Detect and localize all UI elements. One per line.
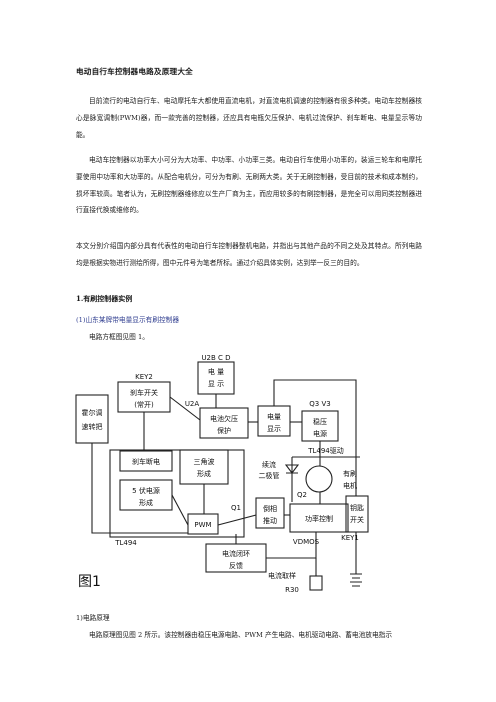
triangle-text-1: 三角波 bbox=[194, 457, 215, 466]
paragraph-classification: 电动车控制器以功率大小可分为大功率、中功率、小功率三类。电动自行车使用小功率的，… bbox=[76, 156, 422, 215]
battery-uv-text-2: 保护 bbox=[217, 426, 231, 435]
power-display-text-1: 电量 bbox=[267, 412, 281, 421]
subsection-heading: (1)山东某牌带电量显示有刷控制器 bbox=[76, 316, 180, 324]
q1-label: Q1 bbox=[231, 504, 241, 512]
brake-cut-block bbox=[119, 450, 173, 472]
inverter-block bbox=[255, 497, 285, 529]
u2a-label: U2A bbox=[185, 400, 200, 408]
block-diagram: U2B C D 电 量 显 示 KEY2 刹车开关 (常开) 霍尔调 速转把 U… bbox=[75, 354, 369, 594]
inverter-text-2: 推动 bbox=[263, 516, 277, 525]
figure-reference: 电路方框图见图 1。 bbox=[89, 333, 149, 341]
key2-label: KEY2 bbox=[135, 373, 153, 381]
regulator-text-2: 电源 bbox=[313, 429, 327, 438]
u2bcd-text-1: 电 量 bbox=[208, 367, 224, 376]
key-switch-block bbox=[345, 495, 369, 533]
triangle-text-2: 形成 bbox=[197, 469, 211, 478]
power-ctrl-text: 功率控制 bbox=[305, 514, 333, 523]
figure-caption: 图1 bbox=[78, 574, 101, 590]
current-fb-text-1: 电流闭环 bbox=[222, 549, 250, 558]
inverter-text-1: 倒相 bbox=[263, 504, 277, 513]
key-switch-text-1: 钥匙 bbox=[350, 503, 364, 512]
tl494-label: TL494 bbox=[114, 539, 137, 547]
freewheel-text-1: 续流 bbox=[262, 460, 276, 469]
document-title: 电动自行车控制器电路及原理大全 bbox=[76, 67, 193, 76]
section-heading: 1.有刷控制器实例 bbox=[76, 294, 133, 303]
u2bcd-text-2: 显 示 bbox=[208, 380, 224, 388]
q3v3-label: Q3 V3 bbox=[309, 400, 330, 408]
bottom-paragraph: 电路原理图见图 2 所示。该控制器由稳压电源电路、PWM 产生电路、电机驱动电路… bbox=[89, 631, 393, 639]
brake-cut-text: 刹车断电 bbox=[132, 457, 160, 466]
brake-switch-text-1: 刹车开关 bbox=[130, 388, 158, 397]
regulator-text-1: 稳压 bbox=[313, 417, 327, 426]
current-sample-text: 电流取样 bbox=[268, 571, 296, 580]
q2-label: Q2 bbox=[297, 491, 307, 499]
hall-block bbox=[75, 394, 109, 444]
hall-text-1: 霍尔调 bbox=[82, 408, 103, 417]
key-switch-text-2: 开关 bbox=[350, 515, 364, 524]
key1-label: KEY1 bbox=[341, 534, 359, 542]
freewheel-text-2: 二极管 bbox=[259, 471, 280, 480]
brake-switch-text-2: (常开) bbox=[134, 400, 154, 409]
tl494-frame bbox=[109, 449, 245, 538]
v5-text-1: 5 伏电源 bbox=[132, 486, 160, 495]
u2bcd-label: U2B C D bbox=[201, 354, 230, 362]
vdmos-label: VDMOS bbox=[293, 538, 320, 546]
battery-uv-block bbox=[199, 407, 249, 439]
tl494-drive-label: TL494驱动 bbox=[307, 446, 344, 455]
power-ctrl-block bbox=[289, 503, 349, 533]
bottom-heading: 1)电路原理 bbox=[76, 614, 110, 622]
triangle-block bbox=[179, 449, 229, 485]
pwm-text: PWM bbox=[194, 521, 211, 529]
u2bcd-block bbox=[197, 361, 235, 395]
motor-symbol bbox=[305, 465, 333, 493]
current-fb-text-2: 反馈 bbox=[229, 561, 243, 570]
motor-text-1: 有刷 bbox=[343, 469, 357, 478]
power-display-text-2: 显示 bbox=[267, 425, 281, 433]
v5-text-2: 形成 bbox=[139, 498, 153, 507]
paragraph-overview: 本文分别介绍国内部分具有代表性的电动自行车控制器整机电路，并指出与其他产品的不同… bbox=[76, 242, 422, 267]
battery-uv-text-1: 电池欠压 bbox=[210, 414, 238, 423]
paragraph-intro: 目前流行的电动自行车、电动摩托车大都使用直流电机，对直流电机调速的控制器有很多种… bbox=[76, 97, 422, 139]
hall-text-2: 速转把 bbox=[82, 422, 103, 431]
motor-text-2: 电机 bbox=[343, 481, 357, 490]
r30-label: R30 bbox=[285, 586, 299, 594]
block-diagram-figure: U2B C D 电 量 显 示 KEY2 刹车开关 (常开) 霍尔调 速转把 U… bbox=[70, 340, 370, 598]
